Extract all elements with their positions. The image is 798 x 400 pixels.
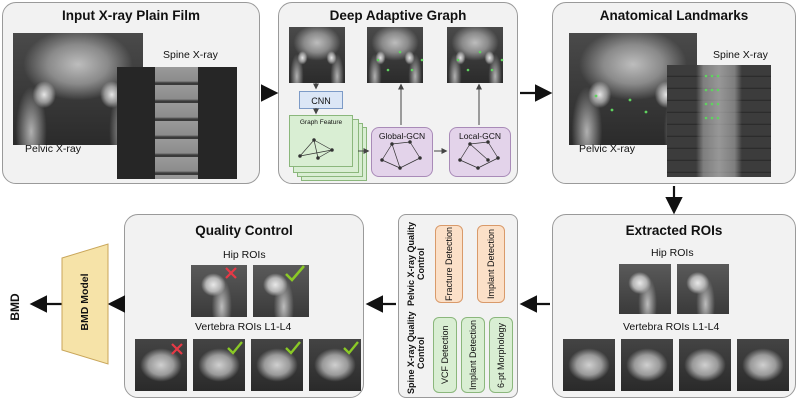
qc-vertebra-cross-icon <box>171 343 183 355</box>
input-spine-label: Spine X-ray <box>163 49 218 61</box>
dag-panel-title: Deep Adaptive Graph <box>329 8 467 23</box>
dag-local-landmarks <box>456 50 504 72</box>
qc-hip-cross-icon <box>225 267 237 279</box>
local-gcn-box: Local-GCN <box>449 127 511 177</box>
bmd-model-label: BMD Model <box>79 273 91 331</box>
graph-feature-glyph <box>298 138 334 160</box>
rois-panel-title: Extracted ROIs <box>625 223 723 238</box>
input-panel-title: Input X-ray Plain Film <box>61 8 201 23</box>
rois-panel: Extracted ROIs Hip ROIs Vertebra ROIs L1… <box>552 214 796 398</box>
graph-feature-label: Graph Feature <box>299 119 343 126</box>
rois-vertebra-l1-image <box>563 339 615 391</box>
dag-input-image <box>289 27 345 83</box>
bmd-model-shape <box>61 243 109 365</box>
qc-hip-check-icon <box>285 265 305 282</box>
cnn-label: CNN <box>311 96 331 106</box>
qc-vertebra-label: Vertebra ROIs L1-L4 <box>195 321 292 333</box>
cnn-box: CNN <box>299 91 343 109</box>
dag-global-landmarks <box>376 50 424 72</box>
rois-vertebra-label: Vertebra ROIs L1-L4 <box>623 321 720 333</box>
dag-local-output-image <box>447 27 503 83</box>
rois-hip-right-image <box>677 264 729 314</box>
landmark-spine-image <box>667 65 771 177</box>
landmark-spine-dots <box>704 74 720 120</box>
input-panel: Input X-ray Plain Film Spine X-ray Pelvi… <box>2 2 260 184</box>
qc-modules-panel: Pelvic X-ray Quality Control Fracture De… <box>398 214 518 398</box>
landmarks-panel: Anatomical Landmarks Spine X-ray Pelvic … <box>552 2 796 184</box>
qc-hip-left-image <box>191 265 247 317</box>
input-pelvic-label: Pelvic X-ray <box>25 143 82 155</box>
qc-panel-title: Quality Control <box>195 223 293 238</box>
rois-vertebra-l3-image <box>679 339 731 391</box>
landmarks-spine-label: Spine X-ray <box>713 49 768 61</box>
landmark-pelvic-dots <box>594 94 648 114</box>
qc-hip-label: Hip ROIs <box>223 249 266 261</box>
qc-vertebra-check-icon-2 <box>285 341 301 355</box>
qc-vertebra-check-icon-3 <box>343 341 359 355</box>
qc-vertebra-check-icon-1 <box>227 341 243 355</box>
graph-feature-box: Graph Feature <box>289 115 353 167</box>
qc-panel: Quality Control Hip ROIs Vertebra ROIs L… <box>124 214 364 398</box>
rois-hip-left-image <box>619 264 671 314</box>
local-gcn-label: Local-GCN <box>458 131 502 141</box>
qc-hip-right-image <box>253 265 309 317</box>
global-gcn-label: Global-GCN <box>378 131 426 141</box>
rois-hip-label: Hip ROIs <box>651 247 694 259</box>
landmarks-pelvic-label: Pelvic X-ray <box>579 143 636 155</box>
dag-global-output-image <box>367 27 423 83</box>
rois-vertebra-l4-image <box>737 339 789 391</box>
landmarks-panel-title: Anatomical Landmarks <box>599 8 749 23</box>
dag-panel: Deep Adaptive Graph CNN Graph Feature Gl… <box>278 2 518 184</box>
spine-xray-image <box>117 67 237 179</box>
local-gcn-glyph <box>458 140 500 170</box>
global-gcn-glyph <box>380 140 422 170</box>
global-gcn-box: Global-GCN <box>371 127 433 177</box>
rois-vertebra-l2-image <box>621 339 673 391</box>
